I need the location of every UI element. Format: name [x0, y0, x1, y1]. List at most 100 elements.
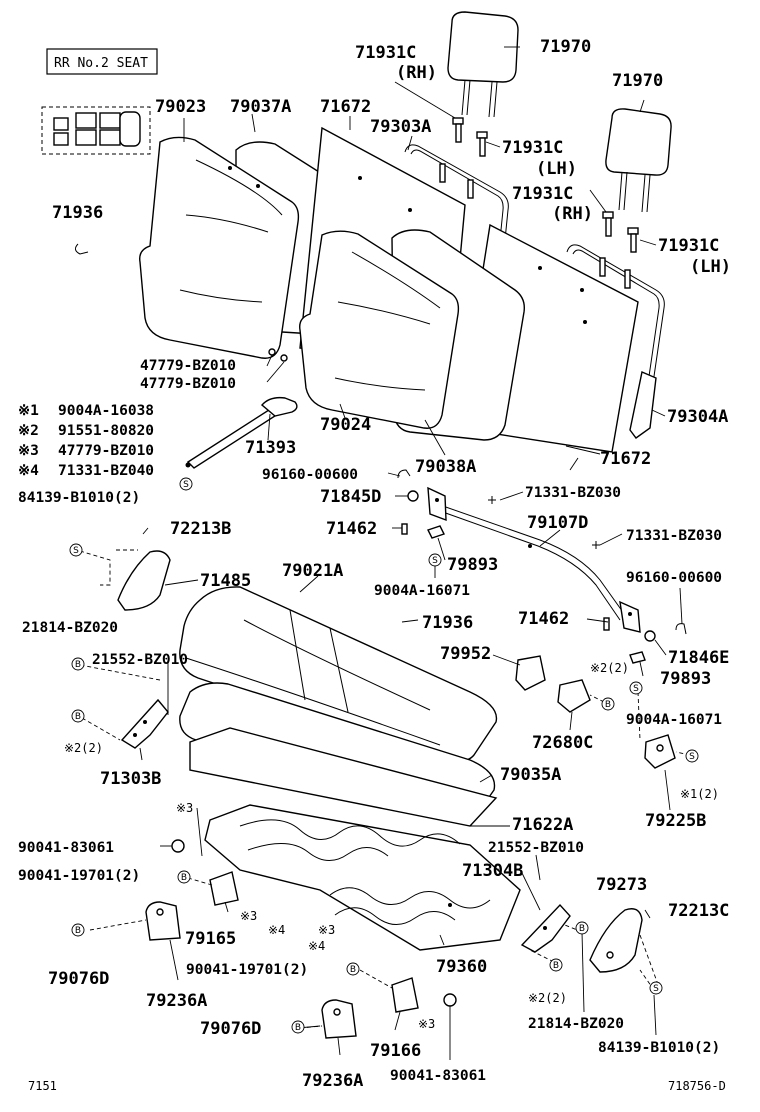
bushing-71845d — [407, 490, 419, 502]
label: 79304A — [667, 407, 728, 427]
legend-mark-2: ※2 — [18, 423, 39, 439]
label: 79038A — [415, 457, 476, 477]
label: 71931C — [512, 184, 573, 204]
label: ※4 — [308, 939, 325, 953]
label: 79166 — [370, 1041, 421, 1061]
symbol-b-2x2-mid: B — [601, 697, 615, 711]
label: ※2(2) — [64, 741, 103, 755]
legend-mark-1: ※1 — [18, 403, 39, 419]
cover-79952 — [515, 655, 546, 691]
label: 21814-BZ020 — [22, 620, 118, 636]
svg-text:S: S — [689, 752, 695, 762]
label: 21814-BZ020 — [528, 1016, 624, 1032]
label: 71331-BZ030 — [525, 485, 621, 501]
label: 47779-BZ010 — [140, 358, 236, 374]
label: 79107D — [527, 513, 588, 533]
label: ※3 — [240, 909, 257, 923]
label: 79021A — [282, 561, 343, 581]
label: 71672 — [320, 97, 371, 117]
label: 71931C — [658, 236, 719, 256]
symbol-s-9004a-b: S — [629, 681, 643, 695]
clip-96160-b — [675, 623, 687, 635]
svg-text:S: S — [653, 984, 659, 994]
label: 71304B — [462, 861, 523, 881]
legend-mark-4: ※4 — [18, 463, 39, 479]
seat-cushion-board — [189, 727, 498, 827]
label: 79952 — [440, 644, 491, 664]
headrest-support-lower-rh — [602, 211, 614, 237]
cap-79236a-left — [145, 901, 181, 941]
bracket-71303b — [120, 698, 169, 749]
label: 79035A — [500, 765, 561, 785]
symbol-b-21814-right: B — [575, 921, 589, 935]
svg-text:S: S — [73, 546, 79, 556]
symbol-s-84139-left: S — [69, 543, 83, 557]
label: 79893 — [447, 555, 498, 575]
label: ※2(2) — [590, 661, 629, 675]
label: 84139-B1010(2) — [598, 1040, 720, 1056]
label: 71672 — [600, 449, 651, 469]
symbol-b-21814-left: B — [71, 657, 85, 671]
label: 9004A-16071 — [626, 712, 722, 728]
clip-47779-b — [280, 354, 288, 362]
label: 79225B — [645, 811, 706, 831]
label: 96160-00600 — [262, 467, 358, 483]
label: 71931C — [355, 43, 416, 63]
headrest-support-lower-lh — [627, 227, 639, 253]
leg-79166 — [391, 977, 419, 1013]
label: 79303A — [370, 117, 431, 137]
symbol-b-2x2-right: B — [549, 958, 563, 972]
label: 71970 — [540, 37, 591, 57]
label: 79893 — [660, 669, 711, 689]
legend-part-1: 9004A-16038 — [58, 403, 154, 419]
label: 71936 — [422, 613, 473, 633]
cover-71485 — [117, 550, 171, 611]
label: 72213B — [170, 519, 231, 539]
svg-text:B: B — [553, 961, 559, 971]
washer-90041-83061-left — [171, 839, 185, 853]
rod-79107d — [439, 504, 626, 621]
symbol-b-79076d-left: B — [71, 923, 85, 937]
label: 71845D — [320, 487, 381, 507]
clip-71936-left — [74, 243, 89, 255]
svg-text:S: S — [183, 480, 189, 490]
label: 71936 — [52, 203, 103, 223]
seat-layout-icon — [41, 106, 151, 155]
symbol-b-90041-19701-left: B — [177, 870, 191, 884]
label: 90041-19701(2) — [18, 868, 140, 884]
headrest-support-upper-rh — [452, 117, 464, 143]
label: 71462 — [326, 519, 377, 539]
svg-text:B: B — [605, 700, 611, 710]
screw-71331-a — [488, 496, 496, 504]
label: ※1(2) — [680, 787, 719, 801]
label: ※2(2) — [528, 991, 567, 1005]
label: 47779-BZ010 — [140, 376, 236, 392]
svg-text:B: B — [350, 965, 356, 975]
headrest-lower — [605, 108, 672, 213]
symbol-s-9004a-a: S — [428, 553, 442, 567]
clip-96160-a — [397, 469, 411, 479]
label: (LH) — [690, 257, 731, 277]
label: 84139-B1010(2) — [18, 490, 140, 506]
label: 79024 — [320, 415, 371, 435]
label: 21552-BZ010 — [488, 840, 584, 856]
label: ※3 — [176, 801, 193, 815]
label: 79037A — [230, 97, 291, 117]
label: 71970 — [612, 71, 663, 91]
label: 72213C — [668, 901, 729, 921]
leg-79165 — [209, 871, 239, 906]
screw-71331-b — [592, 541, 600, 549]
legend-part-4: 71331-BZ040 — [58, 463, 154, 479]
label: 79236A — [302, 1071, 363, 1091]
legend-part-3: 47779-BZ010 — [58, 443, 154, 459]
label: 79076D — [48, 969, 109, 989]
svg-text:B: B — [295, 1023, 301, 1033]
label: 90041-83061 — [18, 840, 114, 856]
label: 96160-00600 — [626, 570, 722, 586]
part-labels: 71931C (RH) 71970 71970 79023 79037A 716… — [18, 37, 731, 1091]
label: 79165 — [185, 929, 236, 949]
symbol-s-legend: S — [179, 477, 193, 491]
washer-90041-83061-bot — [443, 993, 457, 1007]
clip-47779-a — [268, 348, 276, 356]
